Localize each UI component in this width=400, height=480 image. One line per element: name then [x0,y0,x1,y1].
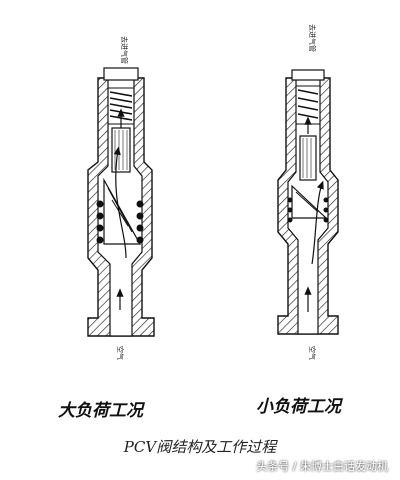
small-load-lower-spring [287,197,329,223]
large-load-flow-arrow [113,146,127,259]
small-load-valve [277,69,339,335]
large-load-valve [87,67,155,337]
small-load-caption: 小负荷工况 [256,397,341,417]
small-load-flow-arrow [311,180,324,265]
right-bottom-label: 空气 [308,346,317,360]
large-load-caption: 大负荷工况 [58,401,143,421]
left-top-label: 去进气管 [120,36,129,64]
large-load-lower-spring [96,200,144,244]
right-top-label: 去进气管 [308,24,317,52]
watermark: 头条号 / 朱博士白话发动机 [256,460,388,473]
left-bottom-label: 空气 [116,346,125,360]
diagram-title: PCV阀结构及工作过程 [123,438,277,456]
